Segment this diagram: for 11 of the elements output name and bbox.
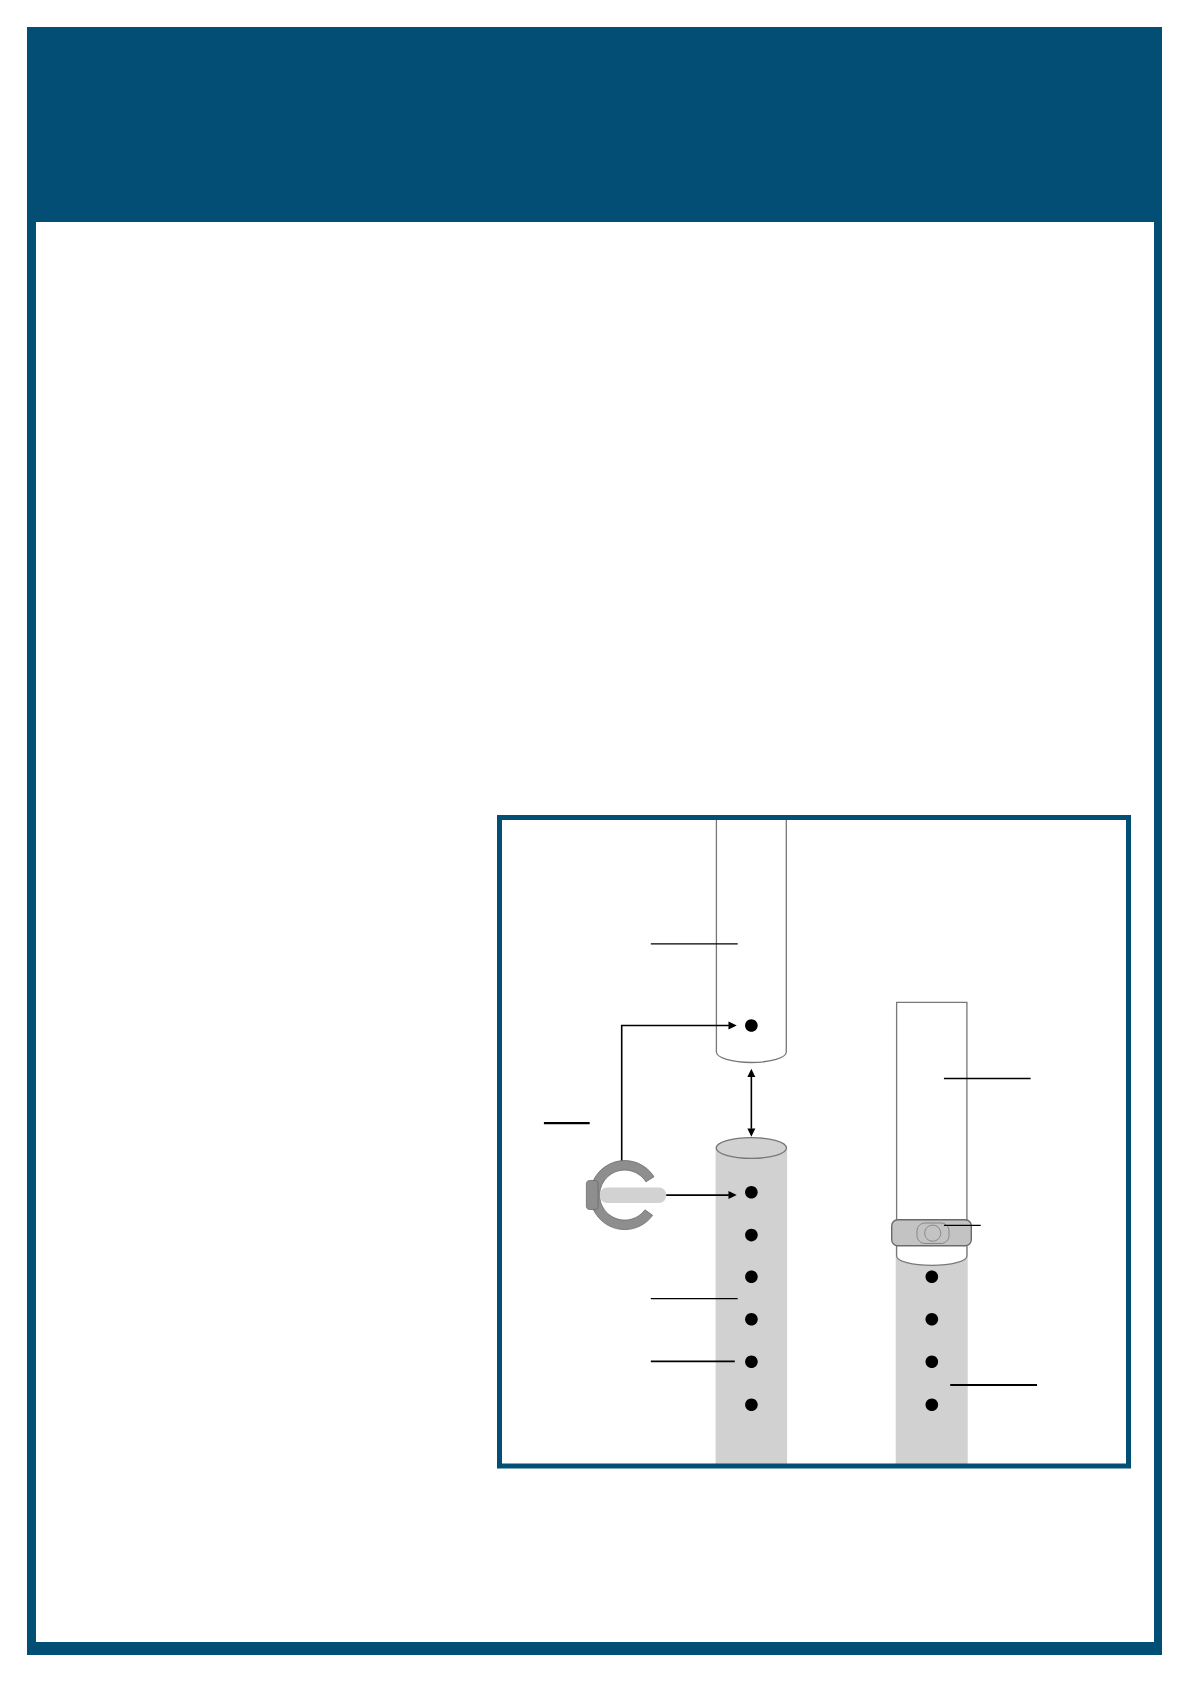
clip: [586, 1160, 666, 1230]
leader-line: [650, 1297, 739, 1300]
tube: [715, 818, 787, 1064]
leader-line: [650, 943, 739, 945]
leader-line: [943, 1077, 1032, 1080]
tube: [895, 1001, 968, 1267]
leader-line: [949, 1384, 1038, 1386]
tube: [715, 1136, 788, 1466]
leader-line: [649, 1360, 736, 1363]
clamp-collar: [891, 1219, 972, 1247]
leader-line: [943, 1224, 982, 1227]
